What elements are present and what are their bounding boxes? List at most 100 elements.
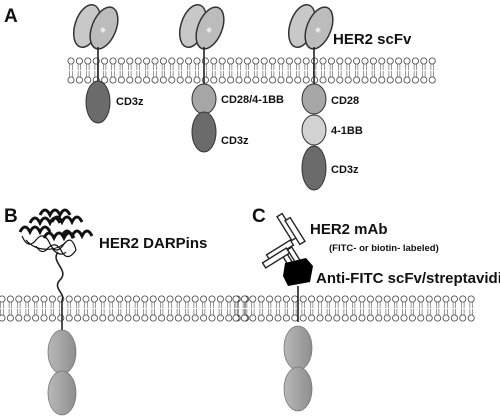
lipid-head (442, 295, 450, 303)
lipid-head (210, 57, 218, 65)
lipid-head (333, 314, 341, 322)
lipid-head (158, 314, 166, 322)
lipid-head (327, 57, 335, 65)
lipid-head (6, 295, 14, 303)
lipid-head (442, 314, 450, 322)
mab-label-note: (FITC- or biotin- labeled) (329, 243, 439, 254)
lipid-head (274, 295, 282, 303)
car-construct-1: CD3z (72, 4, 144, 124)
lipid-head (168, 76, 176, 84)
lipid-head (395, 76, 403, 84)
scfv-domain (178, 4, 225, 50)
adapter-label: Anti-FITC scFv/streptavidin (316, 270, 500, 287)
cd3z-domain (301, 145, 327, 191)
construct-label-her2-mab: HER2 mAb (310, 221, 388, 238)
lipid-head (420, 57, 428, 65)
lipid-head (285, 76, 293, 84)
lipid-head (266, 314, 274, 322)
lipid-head (0, 314, 6, 322)
lipid-head (84, 57, 92, 65)
lipid-head (15, 314, 23, 322)
lipid-head (308, 314, 316, 322)
lipid-head (218, 57, 226, 65)
lipid-head (116, 314, 124, 322)
signaling-domain-upper (47, 329, 77, 375)
lipid-head (361, 57, 369, 65)
lipid-head (227, 76, 235, 84)
lipid-head (124, 314, 132, 322)
lipid-head (57, 314, 65, 322)
lipid-head (308, 295, 316, 303)
lipid-head (74, 314, 82, 322)
lipid-head (132, 314, 140, 322)
lipid-head (408, 314, 416, 322)
lipid-head (450, 295, 458, 303)
lipid-head (101, 57, 109, 65)
lipid-head (193, 76, 201, 84)
lipid-head (249, 295, 257, 303)
lipid-head (141, 314, 149, 322)
antibody-adapter-construct (261, 212, 313, 412)
darpin-linker (55, 251, 64, 301)
lipid-head (425, 314, 433, 322)
lipid-head (166, 295, 174, 303)
lipid-head (132, 295, 140, 303)
lipid-head (143, 76, 151, 84)
lipid-head (40, 314, 48, 322)
lipid-head (252, 57, 260, 65)
lipid-head (299, 295, 307, 303)
lipid-head (200, 295, 208, 303)
lipid-head (274, 314, 282, 322)
lipid-head (375, 295, 383, 303)
lipid-head (227, 57, 235, 65)
lipid-head (358, 314, 366, 322)
lipid-head (383, 295, 391, 303)
lipid-head (361, 76, 369, 84)
lipid-head (168, 57, 176, 65)
anti-fitc-scfv-icon (283, 258, 313, 286)
lipid-head (149, 295, 157, 303)
lipid-head (403, 57, 411, 65)
lipid-head (243, 57, 251, 65)
lipid-head (191, 295, 199, 303)
lipid-head (353, 76, 361, 84)
domain-label-cd3z: CD3z (116, 96, 144, 108)
4-1bb-domain (301, 114, 327, 146)
lipid-head (65, 314, 73, 322)
lipid-head (193, 57, 201, 65)
lipid-head (67, 57, 75, 65)
cd3z-domain (191, 111, 217, 153)
lipid-head (324, 295, 332, 303)
lipid-head (74, 295, 82, 303)
lipid-head (260, 76, 268, 84)
lipid-head (240, 295, 248, 303)
lipid-head (417, 295, 425, 303)
lipid-head (459, 314, 467, 322)
lipid-head (327, 76, 335, 84)
lipid-head (408, 295, 416, 303)
signaling-domain-lower (283, 366, 313, 412)
lipid-head (383, 314, 391, 322)
lipid-head (400, 314, 408, 322)
lipid-head (183, 295, 191, 303)
lipid-head (67, 76, 75, 84)
lipid-head (400, 295, 408, 303)
lipid-head (107, 314, 115, 322)
lipid-head (174, 314, 182, 322)
lipid-head (269, 76, 277, 84)
lipid-head (369, 76, 377, 84)
signaling-domain-upper (283, 325, 313, 371)
lipid-head (235, 57, 243, 65)
lipid-head (386, 76, 394, 84)
lipid-head (378, 76, 386, 84)
lipid-head (141, 295, 149, 303)
car-construct-2: CD28/4-1BB CD3z (178, 4, 284, 153)
lipid-head (0, 295, 6, 303)
lipid-head (32, 314, 40, 322)
lipid-head (185, 76, 193, 84)
lipid-head (48, 314, 56, 322)
lipid-head (358, 295, 366, 303)
lipid-head (134, 76, 142, 84)
lipid-head (353, 57, 361, 65)
lipid-head (324, 314, 332, 322)
